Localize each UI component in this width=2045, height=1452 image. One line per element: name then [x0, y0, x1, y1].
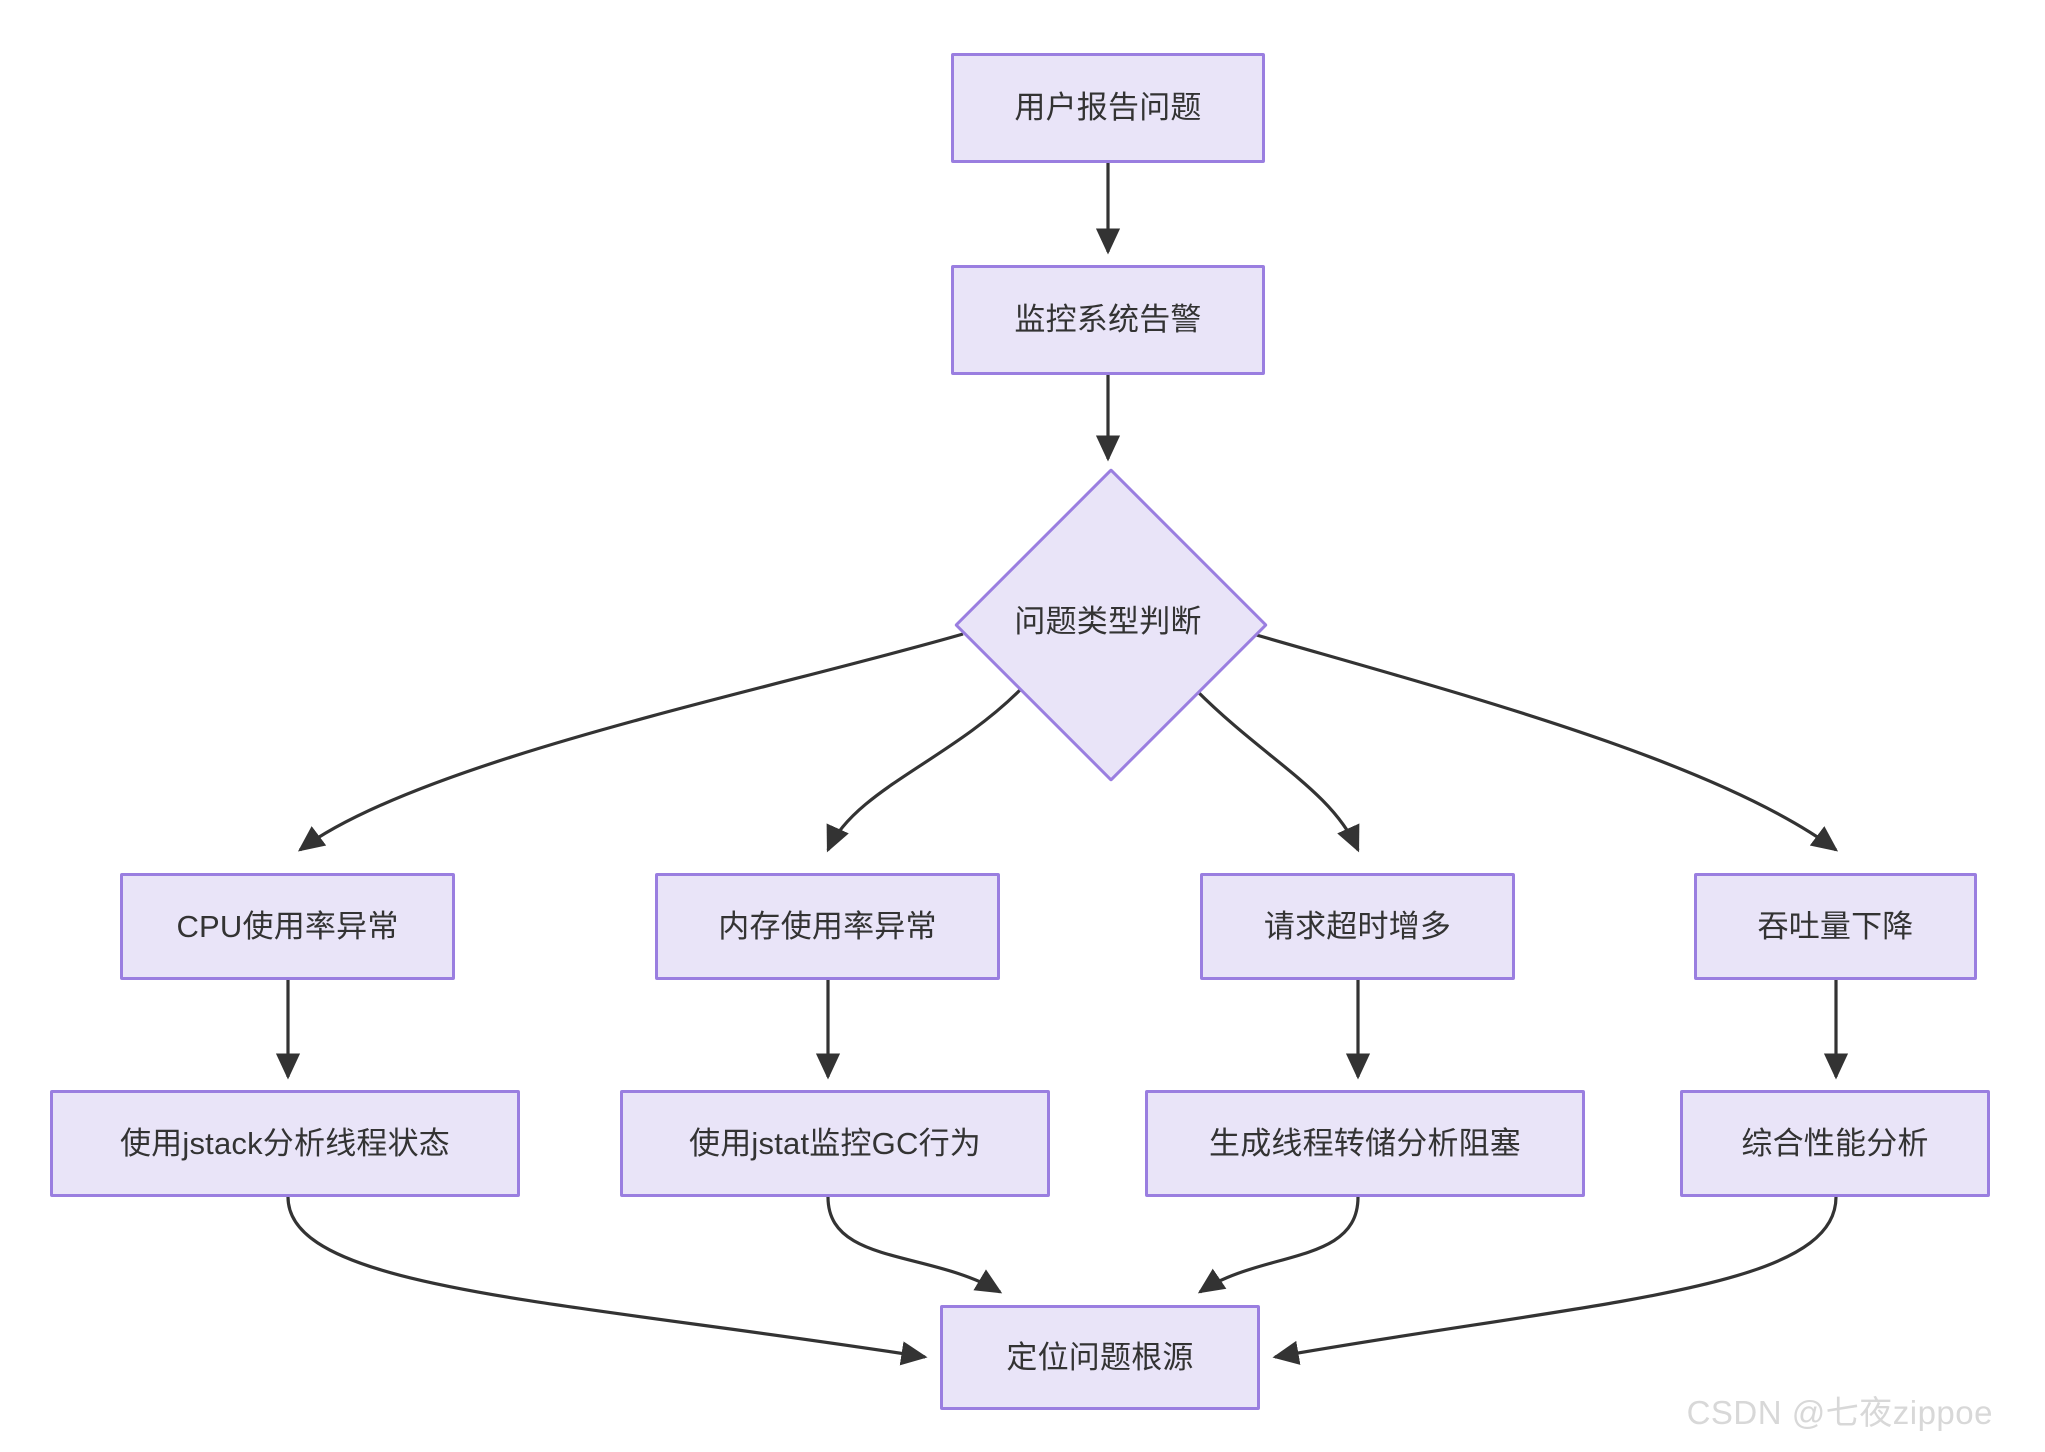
- csdn-watermark: CSDN @七夜zippoe: [1686, 1394, 1993, 1431]
- diamond-shape: [954, 468, 1268, 782]
- edge-decide-to-tps: [1252, 632, 1839, 852]
- node-throughput-drop[interactable]: 吞吐量下降: [1694, 873, 1977, 980]
- node-label: 用户报告问题: [1014, 90, 1202, 126]
- node-monitoring-alert[interactable]: 监控系统告警: [951, 265, 1265, 375]
- edge-jstat-to-root: [826, 1196, 1003, 1294]
- node-memory-usage-abnormal[interactable]: 内存使用率异常: [655, 873, 1000, 980]
- node-label: 生成线程转储分析阻塞: [1209, 1125, 1521, 1161]
- node-use-jstat-monitor-gc[interactable]: 使用jstat监控GC行为: [620, 1090, 1050, 1197]
- node-label: 吞吐量下降: [1757, 908, 1914, 944]
- node-label: 定位问题根源: [1006, 1339, 1194, 1375]
- node-label: CPU使用率异常: [176, 908, 399, 944]
- edge-decide-to-cpu: [297, 632, 964, 852]
- node-label: 内存使用率异常: [718, 908, 937, 944]
- node-use-jstack-analyze-threads[interactable]: 使用jstack分析线程状态: [50, 1090, 520, 1197]
- node-comprehensive-performance-analysis[interactable]: 综合性能分析: [1680, 1090, 1990, 1197]
- edge-decide-to-timeout: [1194, 688, 1360, 853]
- edge-dump-to-root: [1197, 1196, 1360, 1294]
- node-cpu-usage-abnormal[interactable]: CPU使用率异常: [120, 873, 455, 980]
- node-locate-root-cause[interactable]: 定位问题根源: [940, 1305, 1260, 1410]
- node-label: 综合性能分析: [1741, 1125, 1929, 1161]
- edge-perf-to-root: [1272, 1196, 1838, 1365]
- edge-decide-to-mem: [826, 688, 1022, 853]
- node-thread-dump-analyze-blocking[interactable]: 生成线程转储分析阻塞: [1145, 1090, 1585, 1197]
- node-label: 使用jstack分析线程状态: [119, 1125, 451, 1161]
- edge-jstack-to-root: [286, 1196, 928, 1366]
- node-request-timeout-increase[interactable]: 请求超时增多: [1200, 873, 1515, 980]
- node-label: 监控系统告警: [1014, 302, 1202, 338]
- node-issue-type-decision[interactable]: 问题类型判断: [954, 468, 1268, 782]
- node-label: 请求超时增多: [1263, 908, 1452, 944]
- node-user-reports-issue[interactable]: 用户报告问题: [951, 53, 1265, 163]
- node-label: 使用jstat监控GC行为: [689, 1125, 981, 1161]
